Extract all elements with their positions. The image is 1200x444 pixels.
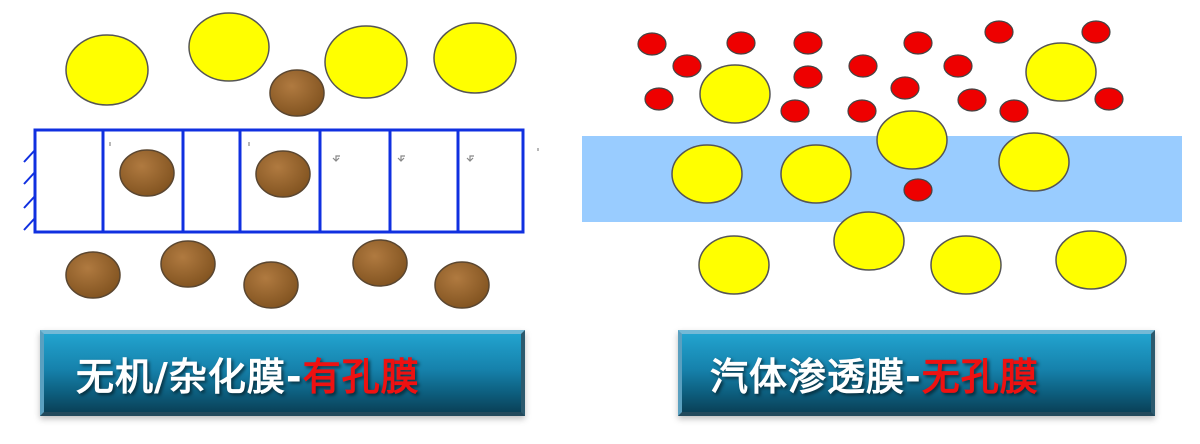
gas-molecule [847,99,877,123]
small-molecule [65,251,121,299]
caption-accent-text: 无孔膜 [921,354,1039,399]
large-molecule [1055,230,1127,290]
large-molecule [876,110,948,170]
caption-accent-text: 有孔膜 [302,354,420,399]
membrane-edge-mark [23,149,36,231]
small-molecule [352,239,408,287]
large-molecule [698,235,770,295]
small-molecule-in-pore [255,150,311,198]
small-molecule [269,69,325,117]
porous-membrane-grid [33,128,525,234]
gas-molecule [726,31,756,55]
large-molecule [699,64,771,124]
small-molecule-in-pore [119,149,175,197]
large-molecule [998,132,1070,192]
caption-main-text: 无机/杂化膜- [76,354,303,399]
large-molecule [930,235,1002,295]
small-molecule [160,240,216,288]
caption-main-text: 汽体渗透膜- [710,354,922,399]
gas-molecule [984,20,1014,44]
gas-molecules [637,20,1124,202]
caption-label: 汽体渗透膜-无孔膜 [710,346,1039,401]
gas-molecule [672,54,702,78]
gas-molecule [780,99,810,123]
nonporous-membrane-panel [582,20,1182,295]
small-molecule [243,261,299,309]
gas-molecule [943,54,973,78]
gas-molecule [793,65,823,89]
large-molecule [433,22,517,94]
gas-molecule [1094,87,1124,111]
gas-molecule [999,99,1029,123]
large-molecule [1025,42,1097,102]
small-molecules [65,69,490,309]
large-molecules [65,12,517,106]
gas-molecule [793,31,823,55]
gas-molecule [848,54,878,78]
gas-molecule [903,31,933,55]
large-molecule [324,25,408,99]
paragraph-marks [109,142,539,162]
gas-molecule [890,76,920,100]
large-molecule [780,144,852,204]
large-molecule [65,34,149,106]
nonporous-membrane-caption: 汽体渗透膜-无孔膜 [678,330,1155,416]
porous-membrane-panel [23,12,539,309]
small-molecule [434,261,490,309]
gas-molecule [957,88,987,112]
large-molecule [671,144,743,204]
gas-molecule [637,32,667,56]
gas-molecule-in-membrane [903,178,933,202]
large-molecule [188,12,270,82]
large-molecule [833,211,905,271]
large-molecules-right [671,42,1127,295]
gas-molecule [1081,20,1111,44]
caption-label: 无机/杂化膜-有孔膜 [76,346,420,401]
porous-membrane-caption: 无机/杂化膜-有孔膜 [40,330,525,416]
gas-molecule [644,87,674,111]
